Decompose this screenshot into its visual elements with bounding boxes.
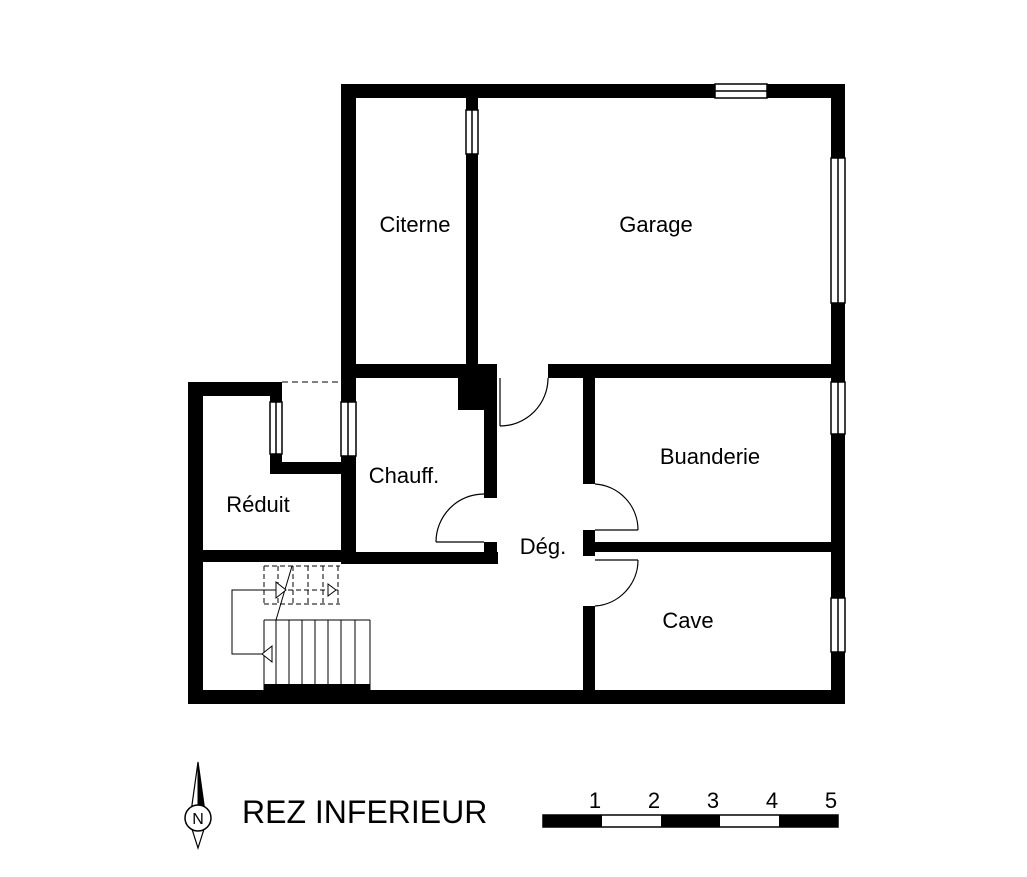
room-label-buanderie: Buanderie	[660, 444, 760, 469]
scale-label-5: 5	[825, 788, 837, 813]
scale-label-3: 3	[707, 788, 719, 813]
doors	[435, 377, 639, 607]
compass-letter: N	[192, 811, 204, 828]
plan-title: REZ INFERIEUR	[242, 794, 487, 830]
scale-label-4: 4	[766, 788, 778, 813]
scale-label-1: 1	[589, 788, 601, 813]
room-label-citerne: Citerne	[380, 212, 451, 237]
scale-bar: 1 2 3 4 5	[542, 788, 839, 828]
room-label-deg: Dég.	[520, 534, 566, 559]
scale-label-2: 2	[648, 788, 660, 813]
staircase	[231, 565, 371, 691]
north-arrow-icon: N	[184, 761, 212, 850]
room-label-cave: Cave	[662, 608, 713, 633]
windows	[269, 83, 846, 653]
room-label-chauff: Chauff.	[369, 463, 440, 488]
room-label-garage: Garage	[619, 212, 692, 237]
walls	[188, 84, 845, 704]
room-label-reduit: Réduit	[226, 492, 290, 517]
